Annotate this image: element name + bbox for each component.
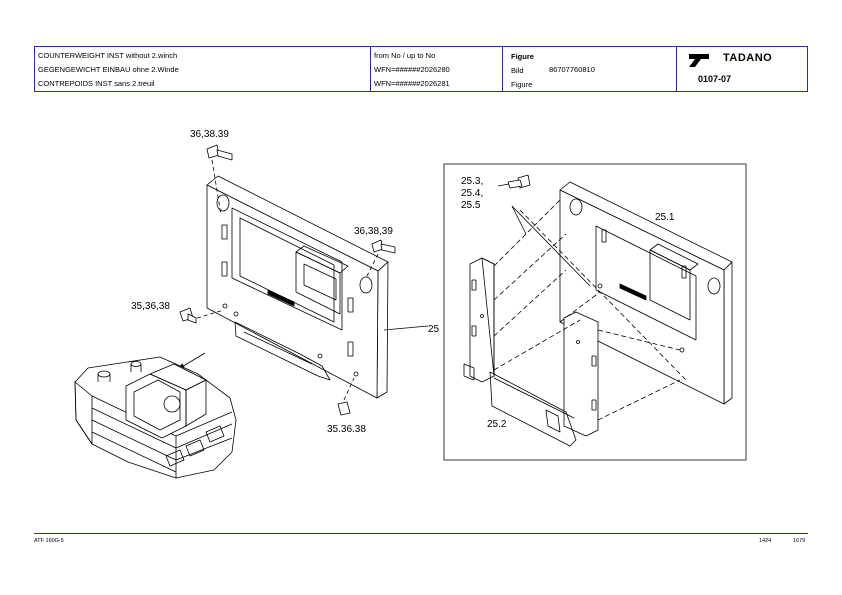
footer-total: 1679 bbox=[793, 538, 806, 544]
header-table: COUNTERWEIGHT INST without 2.winch GEGEN… bbox=[34, 46, 808, 92]
title-fr: CONTREPOIDS INST sans 2.treuil bbox=[38, 79, 155, 88]
callout-36-38-39-right: 36,38,39 bbox=[354, 226, 393, 237]
brand-name: TADANO bbox=[723, 52, 773, 64]
title-de: GEGENGEWICHT EINBAU ohne 2.Winde bbox=[38, 65, 179, 74]
bolt-35-36-38-bottom bbox=[337, 377, 355, 416]
range-label: from No / up to No bbox=[374, 51, 436, 60]
tadano-logo-icon bbox=[689, 54, 709, 67]
detail-frame bbox=[443, 163, 747, 461]
callout-36-38-39-top: 36,38.39 bbox=[190, 129, 229, 140]
callout-25-2: 25.2 bbox=[487, 419, 507, 430]
header-divider bbox=[676, 47, 677, 91]
footer-model: ATF 160G-5 bbox=[34, 538, 64, 544]
bolt-35-36-38-left bbox=[179, 307, 225, 324]
figure-label-fr: Figure bbox=[511, 80, 533, 89]
figure-label-en: Figure bbox=[511, 52, 534, 61]
callout-25-1: 25.1 bbox=[655, 212, 675, 223]
title-en: COUNTERWEIGHT INST without 2.winch bbox=[38, 51, 178, 60]
callout-25: 25 bbox=[428, 324, 440, 335]
callout-35-36-38-left: 35,36,38 bbox=[131, 301, 170, 312]
counterweight-plate-25 bbox=[206, 175, 389, 399]
callout-25-5: 25.5 bbox=[461, 200, 481, 211]
plate-25-1 bbox=[559, 181, 733, 405]
figure-label-de: Bild bbox=[511, 66, 524, 75]
range-from: WFN=######2026280 bbox=[374, 65, 450, 74]
header-divider bbox=[370, 47, 371, 91]
footer-rule bbox=[34, 533, 808, 534]
bolt-36-38-39-right bbox=[365, 239, 396, 279]
header-divider bbox=[502, 47, 503, 91]
bolt-25-3-25-4-25-5 bbox=[497, 174, 531, 189]
part-number: 86707760810 bbox=[549, 65, 595, 74]
callout-25-4: 25.4, bbox=[461, 188, 483, 199]
callout-35-36-38-bottom: 35.36.38 bbox=[327, 424, 366, 435]
bracket-frame-25-2 bbox=[463, 257, 599, 447]
footer-page: 1424 bbox=[759, 538, 772, 544]
figure-number: 0107-07 bbox=[698, 74, 732, 84]
range-to: WFN=######2026281 bbox=[374, 79, 450, 88]
crane-counterweight-assembly bbox=[74, 356, 237, 479]
callout-25-3: 25.3, bbox=[461, 176, 483, 187]
bolt-36-38-39-top bbox=[206, 144, 233, 216]
